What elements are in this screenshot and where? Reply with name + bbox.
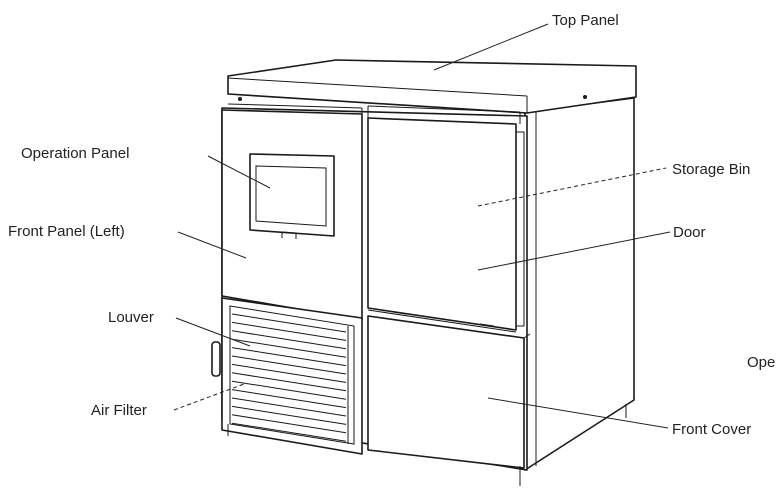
leader-operation-panel: [207, 155, 271, 189]
leader-front-panel-left: [177, 231, 247, 259]
label-front-panel-left: Front Panel (Left): [8, 223, 125, 240]
leader-air-filter: [173, 383, 245, 411]
louver-slat: [231, 372, 347, 392]
front-cover-shape: [367, 315, 525, 469]
louver-slat: [231, 389, 347, 409]
label-air-filter: Air Filter: [91, 402, 147, 419]
side-panel: [524, 97, 635, 471]
leader-storage-bin: [477, 167, 667, 207]
louver-slat: [231, 313, 347, 333]
leader-louver: [175, 317, 251, 347]
louver-slat: [231, 347, 347, 367]
louver-slat: [231, 338, 347, 358]
louver-slat: [231, 380, 347, 400]
label-ope: Ope: [747, 354, 776, 371]
label-door: Door: [673, 224, 706, 241]
louver-slat: [231, 405, 347, 425]
leader-top-panel: [433, 23, 549, 71]
louver-slat: [231, 321, 347, 341]
top-panel-shape: [227, 59, 637, 114]
door-shape: [367, 117, 517, 331]
label-louver: Louver: [108, 309, 154, 326]
louver-slat: [231, 330, 347, 350]
label-top-panel: Top Panel: [552, 12, 619, 29]
louver-frame: [221, 297, 363, 455]
louver-slat: [231, 422, 347, 442]
louver-slats: [231, 313, 347, 442]
louver-slat: [231, 397, 347, 417]
label-front-cover: Front Cover: [672, 421, 752, 438]
label-storage-bin: Storage Bin: [672, 161, 751, 178]
leader-door: [477, 231, 671, 271]
leader-front-cover: [487, 397, 669, 429]
operation-panel-shape: [249, 153, 335, 237]
louver-slat: [231, 355, 347, 375]
label-operation-panel: Operation Panel: [21, 145, 130, 162]
louver-slat: [231, 414, 347, 434]
louver-slat: [231, 363, 347, 383]
